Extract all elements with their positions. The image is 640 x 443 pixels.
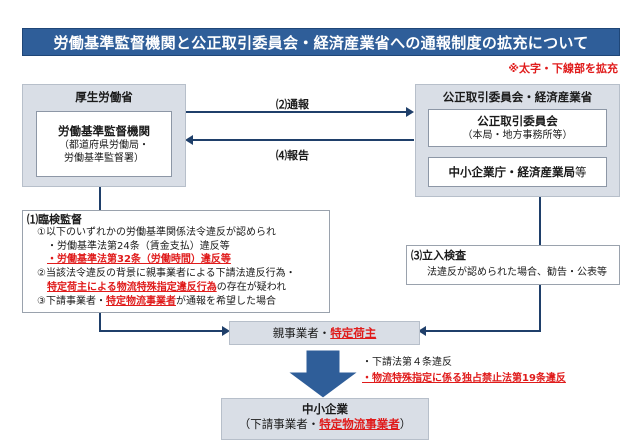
labor-standards-sub1: （都道府県労働局・ xyxy=(59,139,149,151)
inspection-line5: 特定荷主による物流特殊指定違反行為 xyxy=(47,282,217,293)
page-title: 労働基準監督機関と公正取引委員会・経済産業省への通報制度の拡充について xyxy=(22,28,620,56)
inspection-to-parent-arrowhead xyxy=(222,326,230,336)
jftc-box-sub: （本局・地方事務所等） xyxy=(462,130,573,141)
parent-red: 特定荷主 xyxy=(330,325,377,340)
inspection-heading: ⑴臨検監督 xyxy=(27,213,82,226)
sme-agency-suffix: 等 xyxy=(575,164,587,179)
inspection-line5-suffix: の存在が疑われ xyxy=(216,282,287,293)
sme-title: 中小企業 xyxy=(302,402,348,416)
mhlw-panel: 厚生労働省 労働基準監督機関 （都道府県労働局・ 労働基準監督署） xyxy=(22,84,186,187)
inspection-line2: ・労働基準法第24条（賃金支払）違反等 xyxy=(47,241,230,252)
violation-line1: ・下請法第４条違反 xyxy=(362,357,452,368)
sme-sub-prefix: （下請事業者・ xyxy=(238,417,320,431)
report-to-arrowhead xyxy=(406,107,414,117)
sme-sub-row: （下請事業者・特定物流事業者） xyxy=(222,417,428,432)
mhlw-title: 厚生労働省 xyxy=(75,90,133,104)
jftc-to-parent-arrowhead xyxy=(418,326,426,336)
report-back-arrowhead xyxy=(185,135,193,145)
inspection-line6-prefix: ③下請事業者・ xyxy=(37,296,106,307)
parent-business-box: 親事業者・特定荷主 xyxy=(229,321,420,345)
inspection-line6-red: 特定物流事業者 xyxy=(105,296,176,307)
jftc-title: 公正取引委員会・経済産業省 xyxy=(442,90,593,104)
report-back-label: ⑷報告 xyxy=(276,149,309,162)
labor-standards-title: 労働基準監督機関 xyxy=(58,123,150,138)
sme-agency-box: 中小企業庁・経済産業局等 xyxy=(428,157,607,187)
inspection-line6-suffix: が通報を希望した場合 xyxy=(175,296,276,307)
inspection-line6-row: ③下請事業者・特定物流事業者が通報を希望した場合 xyxy=(37,295,276,309)
on-site-inspection-box: ⑶立入検査 法違反が認められた場合、勧告・公表等 xyxy=(406,245,620,285)
report-to-label: ⑵通報 xyxy=(276,98,309,111)
big-down-arrow xyxy=(286,349,360,399)
sme-sub-red: 特定物流事業者 xyxy=(319,417,400,431)
inspection-line1: ①以下のいずれかの労働基準関係法令違反が認められ xyxy=(37,227,276,238)
inspection-line5-row: 特定荷主による物流特殊指定違反行為の存在が疑われ xyxy=(47,281,286,295)
jftc-box-title: 公正取引委員会 xyxy=(477,114,558,128)
jftc-box: 公正取引委員会 （本局・地方事務所等） xyxy=(428,109,607,147)
inspection-line4: ②当該法令違反の背景に親事業者による下請法違反行為・ xyxy=(37,268,296,279)
on-site-line: 法違反が認められた場合、勧告・公表等 xyxy=(427,267,607,278)
violation-line2: ・物流特殊指定に係る独占禁止法第19条違反 xyxy=(362,373,566,384)
labor-standards-box: 労働基準監督機関 （都道府県労働局・ 労働基準監督署） xyxy=(36,111,172,177)
sme-box: 中小企業 （下請事業者・特定物流事業者） xyxy=(221,398,429,440)
expansion-note: ※太字・下線部を拡充 xyxy=(508,62,618,75)
parent-prefix: 親事業者・ xyxy=(272,325,331,340)
sme-sub-suffix: ） xyxy=(399,417,412,431)
on-site-heading: ⑶立入検査 xyxy=(411,249,466,262)
jftc-panel: 公正取引委員会・経済産業省 公正取引委員会 （本局・地方事務所等） 中小企業庁・… xyxy=(415,84,620,197)
sme-agency-title: 中小企業庁・経済産業局 xyxy=(448,164,576,179)
page-title-text: 労働基準監督機関と公正取引委員会・経済産業省への通報制度の拡充について xyxy=(53,33,589,52)
labor-standards-sub2: 労働基準監督署） xyxy=(64,152,144,164)
inspection-box: ⑴臨検監督 ①以下のいずれかの労働基準関係法令違反が認められ ・労働基準法第24… xyxy=(22,210,330,313)
inspection-line3: ・労働基準法第32条（労働時間）違反等 xyxy=(47,254,231,265)
